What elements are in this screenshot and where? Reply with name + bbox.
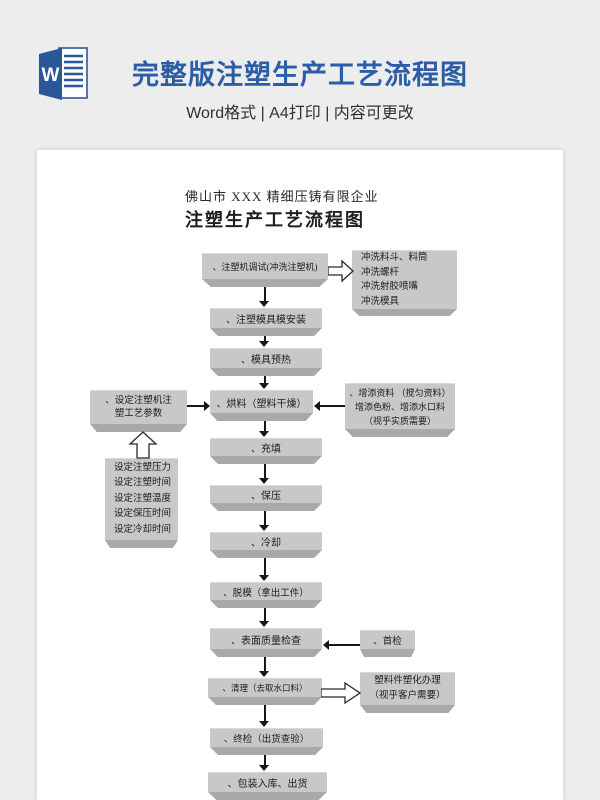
block-arrow-right-icon (327, 259, 354, 283)
flow-step-final-inspection: 、终检（出货查验） (210, 728, 323, 755)
flow-step-label: 、模具预热 (241, 355, 291, 366)
setting-line: 设定注塑压力 (114, 462, 172, 473)
arrow-down-icon (259, 705, 270, 727)
svg-text:W: W (42, 65, 60, 86)
add-material-box: 、增添资料 （搅匀资料） 增添色粉、增添水口料 （视乎实质需要） (345, 383, 455, 437)
setting-line: 设定注塑时间 (114, 478, 172, 489)
arrow-right-icon (187, 400, 210, 411)
add-material-line: 、增添资料 （搅匀资料） (349, 387, 451, 398)
page-title: 完整版注塑生产工艺流程图 (132, 60, 468, 90)
flow-step-label: 、注塑机调试(冲洗注塑机) (212, 262, 318, 272)
add-material-line: （视乎实质需要） (363, 415, 436, 426)
flow-step-mold-preheat: 、模具预热 (210, 348, 322, 376)
arrow-down-icon (259, 511, 270, 531)
document-page: 佛山市 XXX 精细压铸有限企业 注塑生产工艺流程图 、注塑机调试(冲洗注塑机)… (37, 150, 563, 800)
flow-step-label: 、烘料（塑料干燥） (216, 398, 307, 410)
flow-step-machine-debug: 、注塑机调试(冲洗注塑机) (202, 253, 328, 287)
first-inspection-label: 、首检 (373, 637, 402, 647)
arrow-left-icon (323, 639, 360, 650)
add-material-line: 增添色粉、增添水口料 (354, 401, 445, 412)
header: W 完整版注塑生产工艺流程图 Word格式 | A4打印 | 内容可更改 (0, 0, 600, 150)
flow-step-label: 、清理（去取水口料） (222, 683, 308, 693)
arrow-down-icon (259, 287, 270, 307)
arrow-down-icon (259, 421, 270, 437)
flow-step-label: 、包装入库、出货 (227, 779, 308, 790)
setting-line: 设定保压时间 (114, 509, 172, 520)
setting-line: 设定冷却时间 (114, 524, 172, 535)
flow-step-pressure-holding: 、保压 (210, 485, 322, 511)
rinse-line: 冲洗模具 (361, 296, 400, 307)
flow-step-label: 、脱模（拿出工件） (223, 588, 309, 599)
flow-step-label: 、充填 (251, 444, 281, 455)
flow-step-label: 、表面质量检查 (231, 635, 301, 647)
rinse-line: 冲洗螺杆 (361, 267, 400, 278)
company-name: 佛山市 XXX 精细压铸有限企业 (185, 189, 379, 204)
flow-step-material-drying: 、烘料（塑料干燥） (210, 390, 313, 421)
flow-step-filling: 、充填 (210, 438, 322, 464)
flowchart-title: 注塑生产工艺流程图 (185, 210, 365, 230)
arrow-down-icon (259, 376, 270, 389)
process-settings-box: 设定注塑压力 设定注塑时间 设定注塑温度 设定保压时间 设定冷却时间 (105, 458, 178, 548)
word-document-icon: W (38, 45, 90, 103)
flow-step-packing-shipping: 、包装入库、出货 (208, 772, 327, 800)
setting-line: 设定注塑温度 (114, 493, 172, 504)
flow-step-cleanup: 、清理（去取水口料） (208, 678, 322, 705)
flow-step-cooling: 、冷却 (210, 532, 322, 558)
rinse-line: 冲洗射胶喷嘴 (361, 282, 419, 292)
block-arrow-right-icon (320, 681, 362, 705)
rinse-items-box: 冲洗料斗、料筒 冲洗螺杆 冲洗射胶喷嘴 冲洗模具 (352, 250, 457, 316)
plasticize-line: （视乎客户需要） (369, 691, 446, 701)
flow-step-mold-install: 、注塑模具模安装 (210, 308, 322, 336)
plasticize-line: 塑料件塑化办理 (374, 676, 441, 686)
set-params-line: 、设定注塑机注 (105, 395, 172, 406)
arrow-down-icon (259, 336, 270, 347)
set-params-line: 塑工艺参数 (114, 408, 163, 419)
page-subtitle: Word格式 | A4打印 | 内容可更改 (186, 105, 414, 122)
block-arrow-up-icon (128, 431, 158, 459)
first-inspection-box: 、首检 (360, 630, 415, 657)
arrow-down-icon (259, 657, 270, 677)
set-machine-params-box: 、设定注塑机注 塑工艺参数 (90, 390, 187, 432)
rinse-line: 冲洗料斗、料筒 (361, 253, 428, 263)
arrow-down-icon (259, 464, 270, 484)
arrow-left-icon (314, 400, 345, 411)
flow-step-label: 、注塑模具模安装 (226, 315, 306, 326)
arrow-down-icon (259, 755, 270, 771)
arrow-down-icon (259, 608, 270, 627)
flow-step-surface-inspection: 、表面质量检查 (210, 628, 322, 657)
flow-step-label: 、终检（出货查验） (223, 735, 310, 745)
plasticize-handling-box: 塑料件塑化办理 （视乎客户需要） (360, 672, 455, 713)
flow-step-label: 、保压 (251, 491, 281, 502)
flow-step-demolding: 、脱模（拿出工件） (210, 582, 322, 608)
flow-step-label: 、冷却 (251, 538, 281, 549)
arrow-down-icon (259, 558, 270, 581)
